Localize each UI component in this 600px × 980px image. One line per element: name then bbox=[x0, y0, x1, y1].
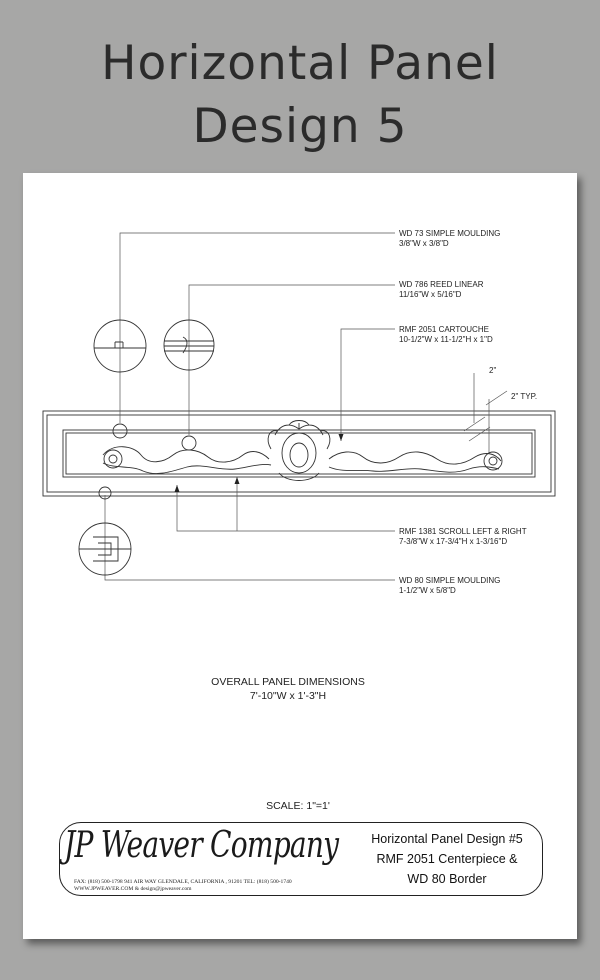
detail-circle-wd73 bbox=[93, 319, 147, 439]
callout-rmf1381-name: RMF 1381 SCROLL LEFT & RIGHT bbox=[399, 527, 527, 536]
callout-wd786-dims: 11/16"W x 5/16"D bbox=[399, 290, 462, 299]
title-block: JP Weaver Company FAX: (818) 500-1798 94… bbox=[59, 822, 543, 896]
detail-circle-wd80 bbox=[78, 486, 132, 576]
page-title-line1: Horizontal Panel bbox=[101, 36, 499, 91]
design-title-line3: WD 80 Border bbox=[407, 872, 487, 886]
scale-label: SCALE: 1"=1' bbox=[266, 800, 330, 812]
detail-circle-wd786 bbox=[163, 319, 215, 451]
arrow-rmf2051 bbox=[338, 434, 344, 441]
panel-inner-frame-inner bbox=[65, 432, 533, 475]
dim-label-2in-typ: 2" TYP. bbox=[511, 392, 537, 401]
contact-line-1: FAX: (818) 500-1798 941 AIR WAY GLENDALE… bbox=[74, 879, 292, 885]
callout-wd80-name: WD 80 SIMPLE MOULDING bbox=[399, 576, 500, 585]
leader-wd80 bbox=[104, 495, 395, 581]
dim-label-2in: 2" bbox=[489, 366, 496, 375]
cartouche-ornament bbox=[267, 420, 331, 481]
design-title-block: Horizontal Panel Design #5 RMF 2051 Cent… bbox=[352, 829, 542, 889]
leader-rmf2051 bbox=[340, 328, 395, 441]
panel-outer-frame-inner bbox=[46, 414, 552, 493]
callout-wd73-dims: 3/8"W x 3/8"D bbox=[399, 239, 449, 248]
leader-rmf1381 bbox=[176, 477, 395, 532]
arrow-scroll-right bbox=[234, 477, 240, 484]
page-title-line2: Design 5 bbox=[192, 99, 408, 154]
dim-ticks bbox=[463, 373, 508, 453]
design-title-line2: RMF 2051 Centerpiece & bbox=[376, 852, 518, 866]
design-title-line1: Horizontal Panel Design #5 bbox=[371, 832, 523, 846]
drawing-sheet: WD 73 SIMPLE MOULDING 3/8"W x 3/8"D WD 7… bbox=[23, 173, 577, 939]
company-logo: JP Weaver Company bbox=[64, 825, 339, 866]
callout-wd786-name: WD 786 REED LINEAR bbox=[399, 280, 484, 289]
arrow-scroll-left bbox=[174, 485, 180, 492]
leader-wd786 bbox=[188, 284, 395, 435]
callout-rmf2051-dims: 10-1/2"W x 11-1/2"H x 1"D bbox=[399, 335, 493, 344]
overall-dims-label: OVERALL PANEL DIMENSIONS bbox=[211, 676, 365, 688]
callout-rmf2051-name: RMF 2051 CARTOUCHE bbox=[399, 325, 489, 334]
callout-rmf1381-dims: 7-3/8"W x 17-3/4"H x 1-3/16"D bbox=[399, 537, 507, 546]
leader-wd73 bbox=[119, 232, 395, 423]
scroll-ornament bbox=[102, 446, 503, 474]
overall-dims-value: 7'-10"W x 1'-3"H bbox=[250, 690, 326, 702]
callout-wd80-dims: 1-1/2"W x 5/8"D bbox=[399, 586, 456, 595]
panel-inner-frame bbox=[62, 429, 536, 478]
callout-wd73-name: WD 73 SIMPLE MOULDING bbox=[399, 229, 500, 238]
contact-line-2: WWW.JPWEAVER.COM & design@jpweaver.com bbox=[74, 886, 192, 892]
panel-drawing: WD 73 SIMPLE MOULDING 3/8"W x 3/8"D WD 7… bbox=[42, 229, 556, 812]
panel-outer-frame bbox=[42, 410, 556, 497]
